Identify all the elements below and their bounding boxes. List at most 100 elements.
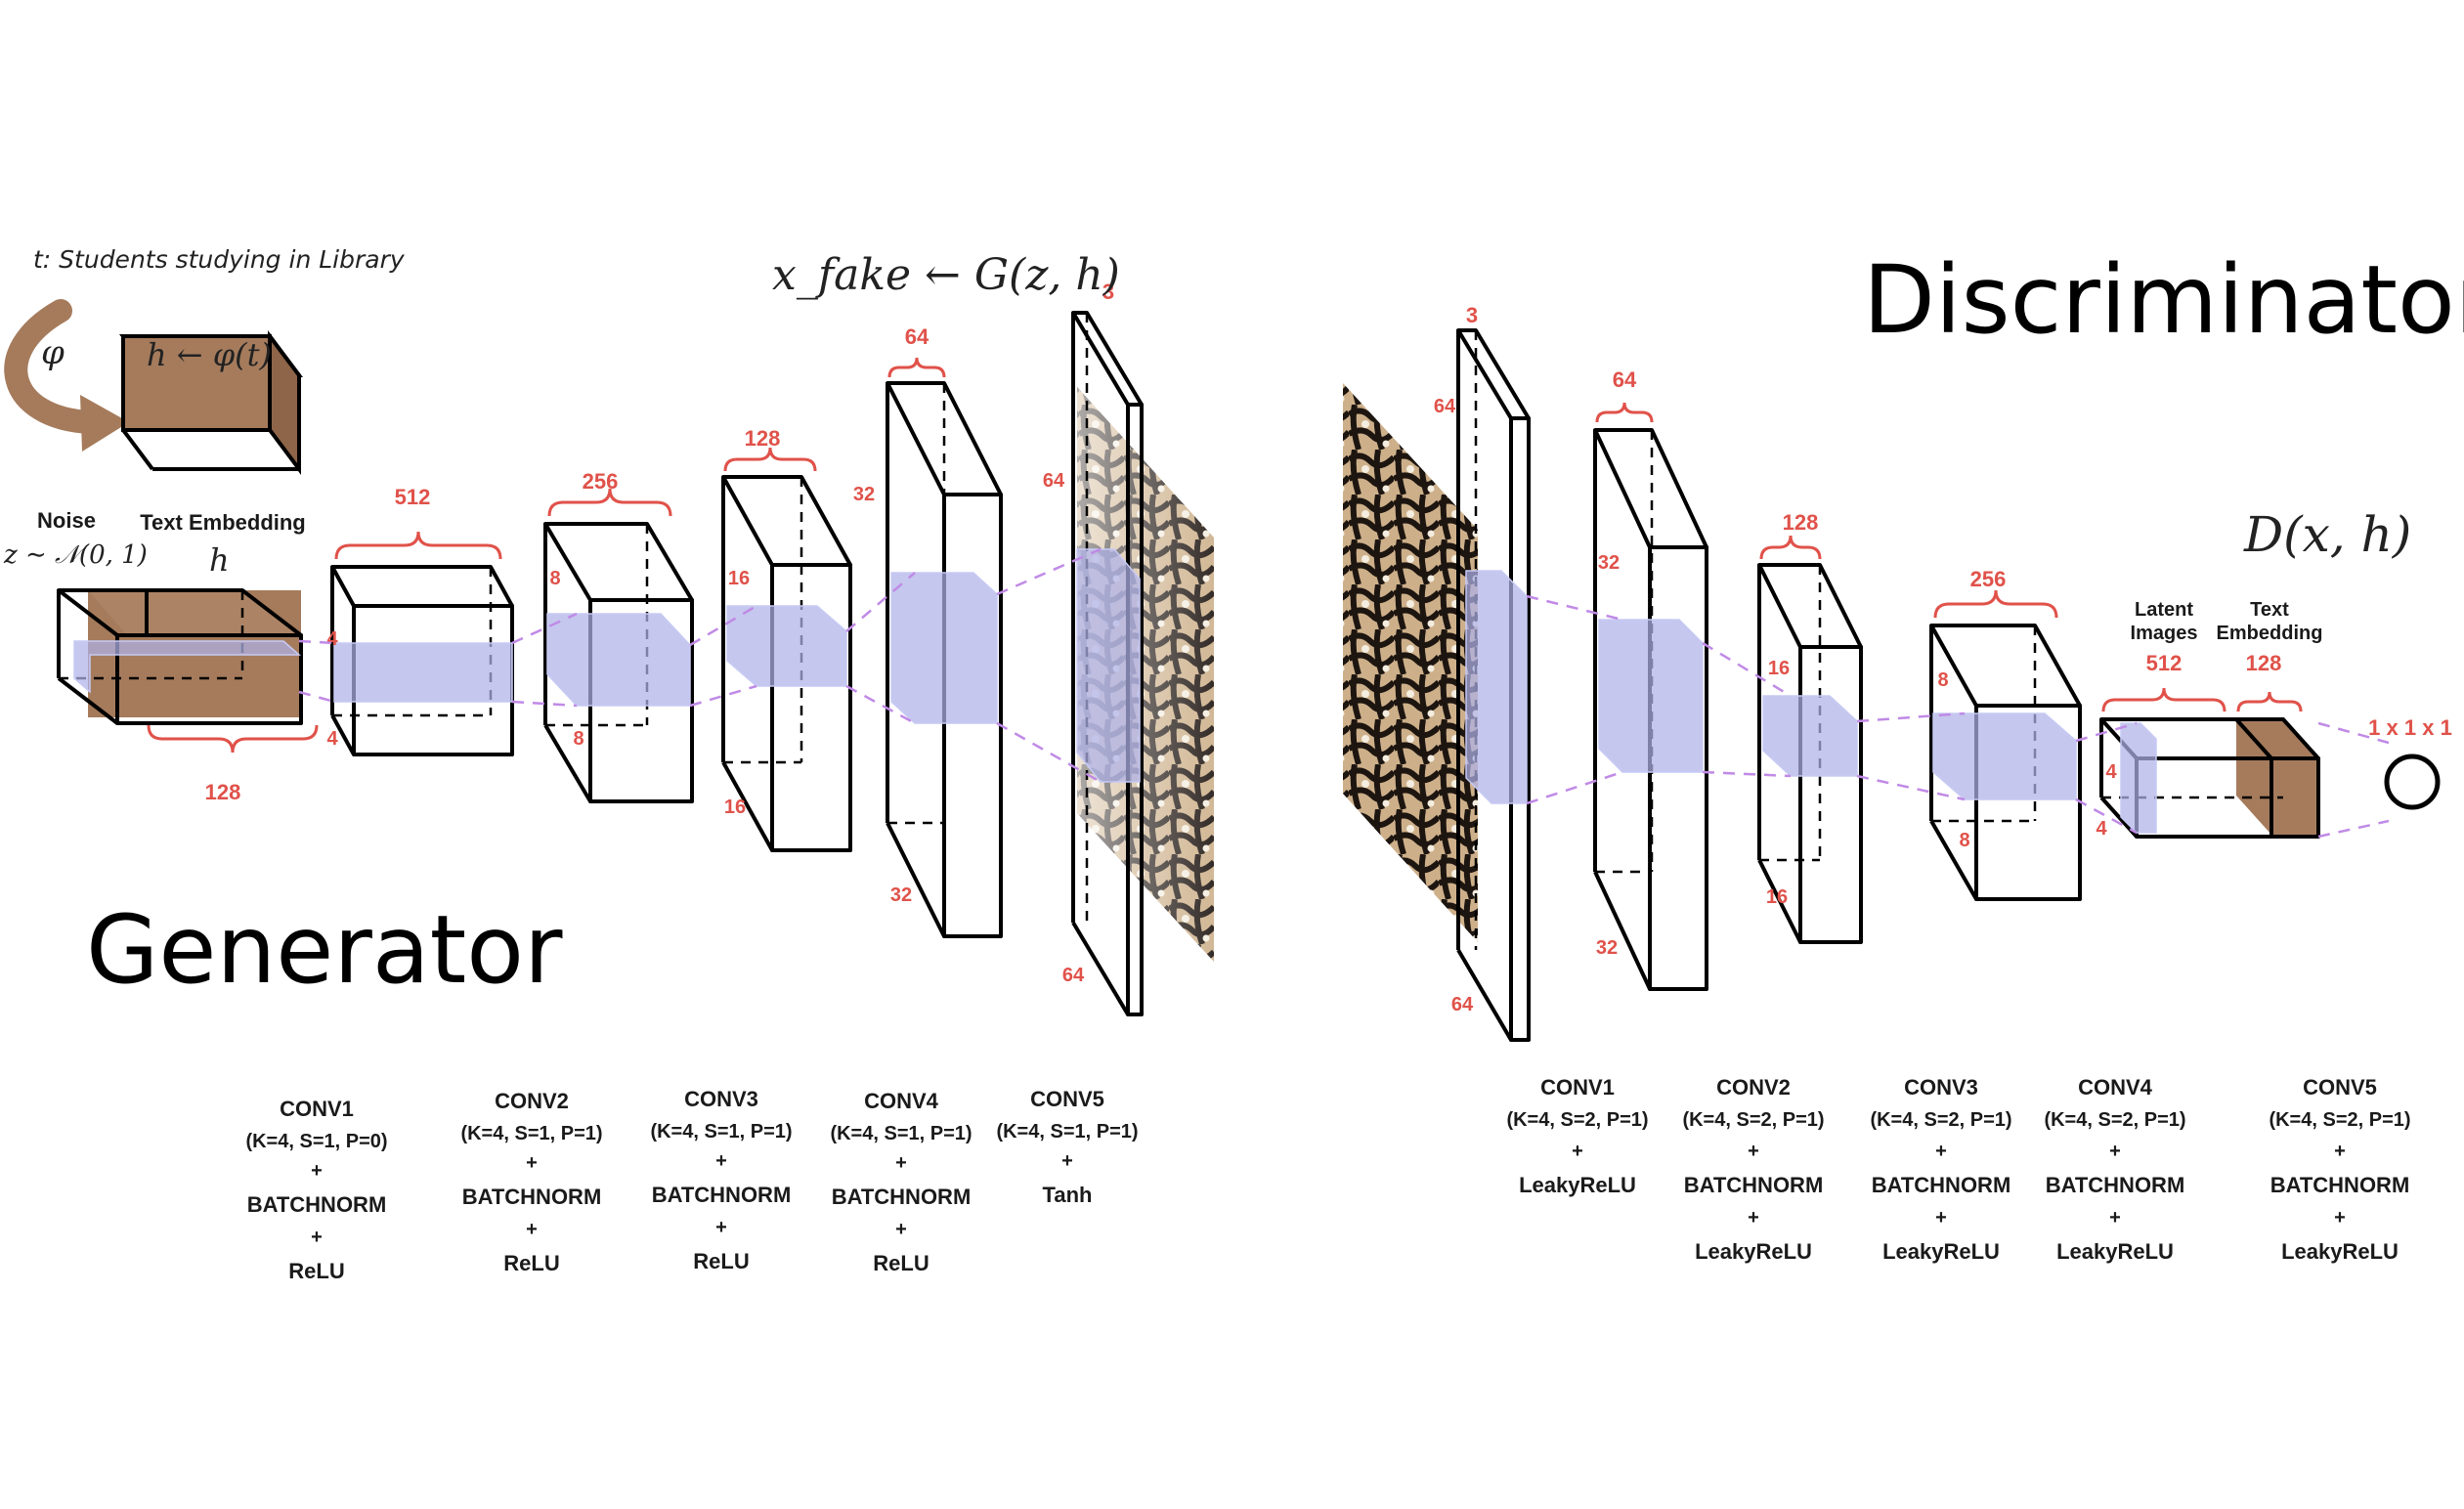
- dim-input-depth: 128: [205, 780, 241, 804]
- gen-layer-caption-4: CONV4 (K=4, S=1, P=1) + BATCHNORM + ReLU: [830, 1089, 972, 1275]
- dim-disc-1-h2: 64: [1451, 994, 1474, 1015]
- svg-text:LeakyReLU: LeakyReLU: [2281, 1239, 2399, 1264]
- svg-text:+: +: [1748, 1141, 1759, 1162]
- dim-disc-4-top: 256: [1970, 567, 2007, 591]
- svg-text:(K=4, S=2, P=1): (K=4, S=2, P=1): [1506, 1109, 1648, 1131]
- svg-text:(K=4, S=1, P=1): (K=4, S=1, P=1): [996, 1121, 1138, 1143]
- svg-text:CONV4: CONV4: [864, 1089, 939, 1113]
- brace-gen-conv4: [887, 357, 946, 378]
- svg-text:ReLU: ReLU: [503, 1251, 559, 1275]
- gen-block-conv2: [543, 522, 694, 803]
- brace-gen-conv1: [334, 531, 502, 560]
- dim-disc-2-top: 64: [1613, 367, 1637, 392]
- svg-text:(K=4, S=1, P=0): (K=4, S=1, P=0): [245, 1131, 387, 1152]
- svg-text:BATCHNORM: BATCHNORM: [832, 1185, 972, 1209]
- discriminator-section: Discriminator D(x, h) 3 64 64 64 32: [1343, 245, 2464, 1264]
- svg-text:(K=4, S=2, P=1): (K=4, S=2, P=1): [2044, 1109, 2185, 1131]
- dim-gen-conv5-top: 3: [1102, 280, 1114, 304]
- svg-text:CONV4: CONV4: [2078, 1075, 2153, 1099]
- dim-gen-conv5-h2: 64: [1062, 965, 1085, 986]
- svg-text:+: +: [526, 1152, 538, 1174]
- disc-block-3: [1757, 563, 1863, 944]
- brace-disc-5-latent: [2101, 687, 2226, 712]
- disc-block-4: [1929, 624, 2082, 901]
- disc-layer-caption-4: CONV4 (K=4, S=2, P=1) + BATCHNORM + Leak…: [2044, 1075, 2185, 1264]
- svg-text:+: +: [2334, 1207, 2346, 1229]
- generator-input-block: [57, 588, 303, 725]
- svg-text:BATCHNORM: BATCHNORM: [462, 1185, 602, 1209]
- svg-text:ReLU: ReLU: [288, 1259, 344, 1283]
- svg-text:+: +: [895, 1219, 907, 1240]
- dim-gen-conv1-h2: 4: [326, 728, 338, 750]
- svg-text:ReLU: ReLU: [873, 1251, 929, 1275]
- brace-input-depth: [147, 724, 319, 754]
- svg-text:+: +: [1748, 1207, 1759, 1229]
- disc-layer-caption-5: CONV5 (K=4, S=2, P=1) + BATCHNORM + Leak…: [2269, 1075, 2410, 1264]
- svg-text:+: +: [2334, 1141, 2346, 1162]
- prompt-text: t: Students studying in Library: [33, 245, 406, 274]
- svg-text:+: +: [526, 1219, 538, 1240]
- output-size-label: 1 x 1 x 1: [2368, 715, 2452, 740]
- svg-text:+: +: [311, 1227, 323, 1248]
- gen-connectors: [298, 547, 1102, 784]
- svg-text:+: +: [2109, 1141, 2121, 1162]
- generator-output-formula: x_fake ← G(z, h): [772, 250, 1120, 300]
- svg-text:LeakyReLU: LeakyReLU: [1695, 1239, 1812, 1264]
- svg-text:CONV3: CONV3: [684, 1087, 758, 1111]
- gen-layer-caption-1: CONV1 (K=4, S=1, P=0) + BATCHNORM + ReLU: [245, 1097, 387, 1283]
- brace-gen-conv3: [723, 447, 817, 472]
- text-embedding-label-2: Embedding: [2217, 623, 2323, 644]
- svg-text:+: +: [1572, 1141, 1583, 1162]
- gen-layer-caption-5: CONV5 (K=4, S=1, P=1) + Tanh: [996, 1087, 1138, 1207]
- phi-symbol: φ: [41, 333, 65, 372]
- dim-disc-5-top: 512: [2146, 651, 2183, 675]
- dim-disc-5-h2: 4: [2096, 818, 2107, 840]
- phi-arrow-icon: [4, 299, 129, 452]
- discriminator-title: Discriminator: [1863, 245, 2464, 355]
- dim-gen-conv2-top: 256: [583, 469, 619, 494]
- dim-disc-3-h1: 16: [1768, 658, 1790, 679]
- dim-gen-conv3-top: 128: [745, 426, 781, 451]
- dim-disc-3-top: 128: [1783, 510, 1819, 535]
- svg-text:(K=4, S=1, P=1): (K=4, S=1, P=1): [830, 1123, 972, 1144]
- svg-text:CONV3: CONV3: [1904, 1075, 1978, 1099]
- svg-text:Tanh: Tanh: [1043, 1183, 1093, 1207]
- svg-text:LeakyReLU: LeakyReLU: [1882, 1239, 2000, 1264]
- text-embedding-label-1: Text: [2250, 599, 2289, 621]
- svg-text:+: +: [1935, 1207, 1947, 1229]
- disc-connectors: [1526, 594, 2390, 839]
- dim-gen-conv4-top: 64: [905, 324, 929, 349]
- gen-block-conv3: [721, 475, 852, 852]
- disc-layer-caption-2: CONV2 (K=4, S=2, P=1) + BATCHNORM + Leak…: [1682, 1075, 1824, 1264]
- dim-disc-5-h1: 4: [2105, 761, 2117, 783]
- noise-formula: z ∼ 𝒩(0, 1): [3, 540, 148, 570]
- svg-text:CONV5: CONV5: [1030, 1087, 1104, 1111]
- svg-text:BATCHNORM: BATCHNORM: [2046, 1173, 2185, 1197]
- dim-gen-conv5-h1: 64: [1043, 470, 1065, 492]
- svg-text:CONV5: CONV5: [2303, 1075, 2377, 1099]
- svg-text:BATCHNORM: BATCHNORM: [2270, 1173, 2410, 1197]
- svg-text:CONV2: CONV2: [495, 1089, 569, 1113]
- noise-label: Noise: [37, 508, 96, 533]
- generator-title: Generator: [86, 895, 563, 1005]
- dim-disc-3-h2: 16: [1766, 886, 1788, 908]
- svg-text:BATCHNORM: BATCHNORM: [652, 1183, 792, 1207]
- disc-layer-caption-1: CONV1 (K=4, S=2, P=1) + LeakyReLU: [1506, 1075, 1648, 1197]
- dim-disc-2-h2: 32: [1596, 937, 1618, 959]
- svg-text:BATCHNORM: BATCHNORM: [1872, 1173, 2011, 1197]
- svg-text:(K=4, S=2, P=1): (K=4, S=2, P=1): [2269, 1109, 2410, 1131]
- disc-block-5: [2099, 717, 2320, 839]
- dim-gen-conv4-h1: 32: [853, 484, 875, 505]
- svg-text:(K=4, S=2, P=1): (K=4, S=2, P=1): [1870, 1109, 2011, 1131]
- disc-block-1: [1456, 328, 1531, 1042]
- brace-disc-5-text: [2236, 691, 2303, 712]
- text-embedding-box: [119, 330, 303, 475]
- svg-text:(K=4, S=1, P=1): (K=4, S=1, P=1): [460, 1123, 602, 1144]
- latent-images-label-1: Latent: [2135, 599, 2193, 621]
- generator-section: Generator t: Students studying in Librar…: [3, 245, 1214, 1283]
- brace-disc-3: [1759, 535, 1822, 560]
- disc-block-2: [1593, 428, 1708, 991]
- gen-block-conv1: [330, 565, 514, 756]
- text-embedding-label: Text Embedding: [140, 510, 306, 535]
